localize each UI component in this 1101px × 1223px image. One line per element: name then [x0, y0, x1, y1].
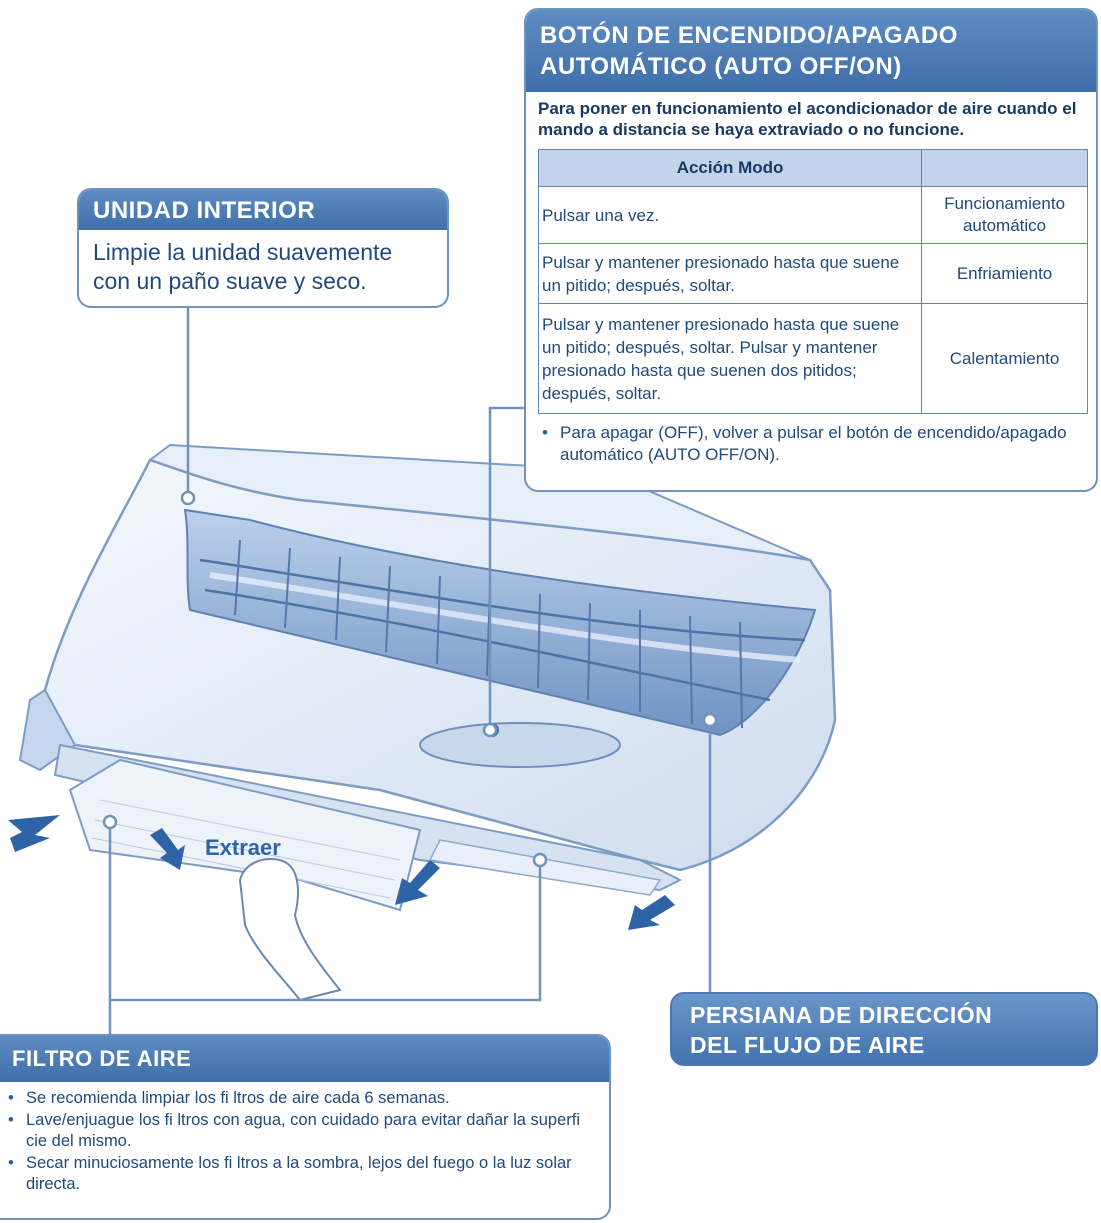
vent-fin — [234, 539, 241, 616]
louver-line — [199, 558, 806, 642]
auto-off-on-note: Para apagar (OFF), volver a pulsar el bo… — [534, 422, 1086, 466]
row-accion: Pulsar y mantener presionado hasta que s… — [537, 243, 923, 304]
leader-dot — [102, 814, 118, 830]
list-item: Lave/enjuague los fi ltros con agua, con… — [0, 1110, 599, 1153]
filtro-aire-body: Se recomienda limpiar los fi ltros de ai… — [0, 1082, 609, 1196]
vent-fin — [284, 547, 291, 629]
list-item: Se recomienda limpiar los fi ltros de ai… — [0, 1088, 599, 1110]
auto-off-on-title: BOTÓN DE ENCENDIDO/APAGADO AUTOMÁTICO (A… — [526, 10, 1096, 92]
filtro-aire-callout: FILTRO DE AIRE Se recomienda limpiar los… — [0, 1034, 611, 1220]
vent-fin — [385, 565, 391, 653]
vent-fin — [335, 556, 341, 641]
vent-fin — [436, 575, 441, 665]
leader-dot — [180, 490, 196, 506]
arrow-right-down — [628, 895, 675, 930]
unidad-interior-callout: UNIDAD INTERIOR Limpie la unidad suaveme… — [77, 188, 449, 308]
persiana-callout: PERSIANA DE DIRECCIÓN DEL FLUJO DE AIRE — [670, 992, 1098, 1066]
row-accion: Pulsar y mantener presionado hasta que s… — [537, 303, 923, 414]
extraer-label: Extraer — [205, 835, 281, 860]
vent-fin — [537, 593, 541, 689]
unidad-interior-text: Limpie la unidad suavemente con un paño … — [93, 239, 393, 294]
control-panel — [419, 722, 621, 768]
header-modo — [921, 149, 1088, 187]
persiana-title: PERSIANA DE DIRECCIÓN DEL FLUJO DE AIRE — [672, 994, 1096, 1064]
mode-table: Acción Modo Pulsar una vez. Funcionamien… — [537, 149, 1088, 414]
header-accion-modo: Acción Modo — [537, 149, 923, 187]
arrow-left-down — [8, 815, 60, 852]
row-modo: Calentamiento — [921, 303, 1088, 414]
filter-mesh-right — [428, 839, 662, 896]
auto-off-on-title-line1: BOTÓN DE ENCENDIDO/APAGADO — [540, 22, 958, 49]
persiana-title-line1: PERSIANA DE DIRECCIÓN — [690, 1002, 993, 1028]
leader-dot — [482, 722, 498, 738]
unidad-interior-title: UNIDAD INTERIOR — [79, 190, 447, 230]
persiana-title-line2: DEL FLUJO DE AIRE — [690, 1032, 925, 1058]
mode-table-header: Acción Modo — [537, 149, 1088, 187]
vent-fin — [587, 602, 591, 701]
air-filter-panel — [68, 758, 422, 912]
table-row: Pulsar y mantener presionado hasta que s… — [537, 303, 1088, 414]
louver-highlight — [209, 572, 801, 663]
row-modo: Enfriamiento — [921, 243, 1088, 304]
auto-off-on-intro: Para poner en funcionamiento el acondici… — [538, 99, 1077, 139]
table-row: Pulsar una vez. Funcionamiento automátic… — [537, 186, 1088, 244]
leader-dot — [532, 852, 548, 868]
filtro-aire-list: Se recomienda limpiar los fi ltros de ai… — [0, 1088, 599, 1196]
hand-shape — [238, 858, 342, 1002]
arrow-extraer — [150, 828, 185, 870]
leader-filtro — [108, 860, 542, 1034]
auto-off-on-note-list: Para apagar (OFF), volver a pulsar el bo… — [526, 414, 1096, 466]
leader-boton — [488, 406, 524, 728]
list-item: Secar minuciosamente los fi ltros a la s… — [0, 1153, 599, 1196]
row-accion: Pulsar una vez. — [537, 186, 923, 244]
leader-dot — [702, 712, 718, 728]
vent-fin — [689, 615, 693, 725]
filtro-aire-title: FILTRO DE AIRE — [0, 1036, 609, 1082]
auto-off-on-callout: BOTÓN DE ENCENDIDO/APAGADO AUTOMÁTICO (A… — [524, 8, 1098, 492]
vent-fin — [739, 621, 743, 729]
arrow-filter-down — [395, 860, 440, 905]
auto-off-on-title-line2: AUTOMÁTICO (AUTO OFF/ON) — [540, 53, 902, 80]
table-row: Pulsar y mantener presionado hasta que s… — [537, 243, 1088, 304]
row-modo: Funcionamiento automático — [921, 186, 1088, 244]
